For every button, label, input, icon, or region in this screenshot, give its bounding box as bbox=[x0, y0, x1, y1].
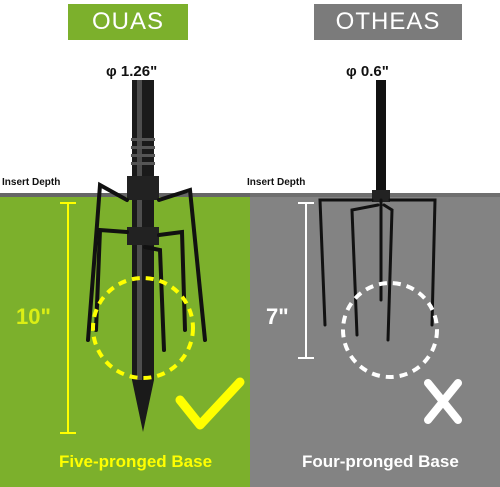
others-badge: OTHEAS bbox=[314, 4, 462, 40]
depth-bracket-left bbox=[60, 202, 76, 434]
diameter-label-right: φ 0.6" bbox=[346, 63, 389, 80]
dotted-circle-right bbox=[341, 281, 439, 379]
ours-badge: OUAS bbox=[68, 4, 188, 40]
depth-line-left bbox=[0, 193, 250, 197]
base-label-left: Five-pronged Base bbox=[59, 452, 213, 471]
depth-measure-left: 10" bbox=[16, 304, 51, 329]
pole-thick bbox=[127, 80, 159, 432]
check-icon bbox=[175, 377, 245, 430]
ground-panel-right bbox=[250, 195, 500, 487]
insert-depth-label-right: Insert Depth bbox=[247, 177, 306, 188]
ground-panel-left bbox=[0, 195, 250, 487]
depth-bracket-right bbox=[298, 202, 314, 359]
diameter-label-left: φ 1.26" bbox=[106, 63, 158, 80]
four-prong-base bbox=[318, 198, 437, 342]
dotted-circle-left bbox=[91, 276, 195, 380]
depth-measure-right: 7" bbox=[266, 304, 289, 329]
pole-thin bbox=[372, 80, 390, 202]
base-label-right: Four-pronged Base bbox=[302, 452, 459, 471]
insert-depth-label-left: Insert Depth bbox=[2, 177, 61, 188]
x-icon bbox=[424, 379, 462, 424]
